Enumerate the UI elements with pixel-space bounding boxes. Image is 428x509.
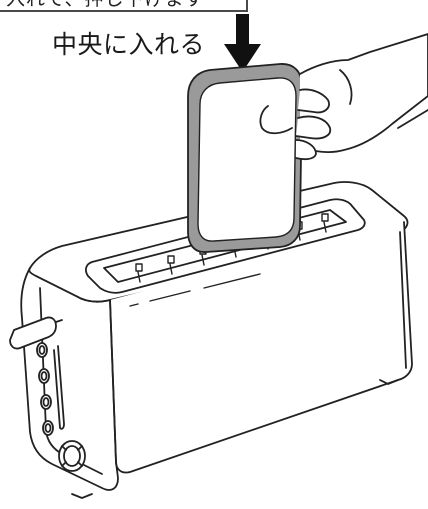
down-arrow-icon	[224, 14, 261, 72]
bread-slice	[188, 64, 302, 252]
